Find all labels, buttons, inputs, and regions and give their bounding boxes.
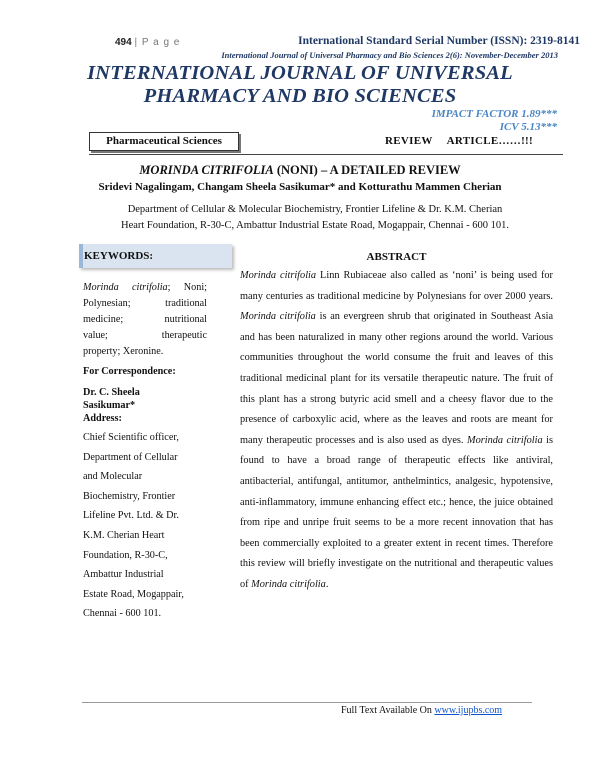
impact-factor: IMPACT FACTOR 1.89*** [431,108,557,120]
keyword-text: value; therapeutic [83,330,207,341]
address-line: and Molecular [83,471,143,483]
address-line: Chief Scientific officer, [83,432,179,443]
journal-title-line1: INTERNATIONAL JOURNAL OF UNIVERSAL [87,62,513,84]
article-title-rest: (NONI) – A DETAILED REVIEW [273,163,461,177]
keyword-text: Polynesian; traditional [83,298,207,309]
footer-divider [82,702,532,703]
abstract-text: . [325,578,329,590]
address-label: Address: [83,413,122,424]
affiliation-line2: Heart Foundation, R-30-C, Ambattur Indus… [120,220,509,231]
keywords-header-box [79,244,232,268]
abstract-text: is found to have a broad range of therap… [240,434,553,590]
address-line: Chennai - 600 101. [83,608,162,620]
address-line: Lifeline Pvt. Ltd. & Dr. [83,510,179,522]
keyword-suffix: ; Noni; [167,282,207,293]
species-name: Morinda citrifolia [251,578,326,590]
issn-line: International Standard Serial Number (IS… [298,35,580,47]
address-line: K.M. Cherian Heart [83,529,165,541]
abstract-text: Linn Rubiaceae also called as ‘noni’ is … [240,270,553,302]
abstract-heading: ABSTRACT [366,251,427,263]
keyword-line: value; therapeutic [83,328,207,344]
category-box: Pharmaceutical Sciences [89,132,239,151]
journal-reference: International Journal of Universal Pharm… [221,50,558,60]
keyword-line: Polynesian; traditional [83,296,207,312]
keyword-line: property; Xeronine. [83,344,207,360]
sidebar: Morinda citrifolia; Noni; Polynesian; tra… [83,280,207,624]
article-type-word2: ARTICLE……!!! [446,135,533,147]
address-line: Department of Cellular [83,451,178,463]
article-title: MORINDA CITRIFOLIA (NONI) – A DETAILED R… [0,163,600,178]
article-type: REVIEW ARTICLE……!!! [385,135,533,147]
address-block: Chief Scientific officer, Department of C… [83,428,207,624]
correspondence-name-line2: Sasikumar* [83,400,136,411]
correspondence-label: For Correspondence: [83,366,176,377]
species-name: Morinda citrifolia [240,270,317,281]
page-number-value: 494 [115,37,132,48]
icv-value: ICV 5.13*** [499,121,557,133]
journal-title-line2: PHARMACY AND BIO SCIENCES [143,85,457,107]
abstract-text: is an evergreen shrub that originated in… [240,311,554,446]
species-name: Morinda citrifolia [467,434,543,446]
address-line: Biochemistry, Frontier [83,490,176,502]
keyword-line: medicine; nutritional [83,312,207,328]
keyword-line: Morinda citrifolia; Noni; [83,280,207,296]
journal-title: INTERNATIONAL JOURNAL OF UNIVERSAL PHARM… [0,62,600,108]
affiliation: Department of Cellular & Molecular Bioch… [80,202,550,234]
abstract-body: Morinda citrifolia Linn Rubiaceae also c… [240,266,553,596]
footer-text: Full Text Available On [341,705,435,716]
keywords-list: Morinda citrifolia; Noni; Polynesian; tra… [83,280,207,360]
footer-link[interactable]: www.ijupbs.com [434,705,503,716]
address-line: Foundation, R-30-C, [83,549,168,561]
keywords-label: KEYWORDS: [84,250,154,262]
keyword-text: medicine; nutritional [83,314,207,325]
keyword-text: Morinda citrifolia [83,282,168,293]
affiliation-line1: Department of Cellular & Molecular Bioch… [127,204,503,215]
address-line: Estate Road, Mogappair, [83,588,184,600]
page-label: | P a g e [134,37,181,48]
keyword-text: property; Xeronine. [83,346,164,357]
correspondence-name: Dr. C. Sheela Sasikumar* [83,386,207,412]
correspondence-name-line1: Dr. C. Sheela [83,387,140,398]
address-line: Ambattur Industrial [83,569,164,581]
article-title-species: MORINDA CITRIFOLIA [139,163,274,177]
species-name: Morinda citrifolia [240,311,316,323]
header-divider [89,154,563,155]
page-number: 494 | P a g e [115,37,180,48]
article-type-word1: REVIEW [385,135,433,147]
footer: Full Text Available On www.ijupbs.com [341,705,502,716]
authors: Sridevi Nagalingam, Changam Sheela Sasik… [98,181,502,193]
